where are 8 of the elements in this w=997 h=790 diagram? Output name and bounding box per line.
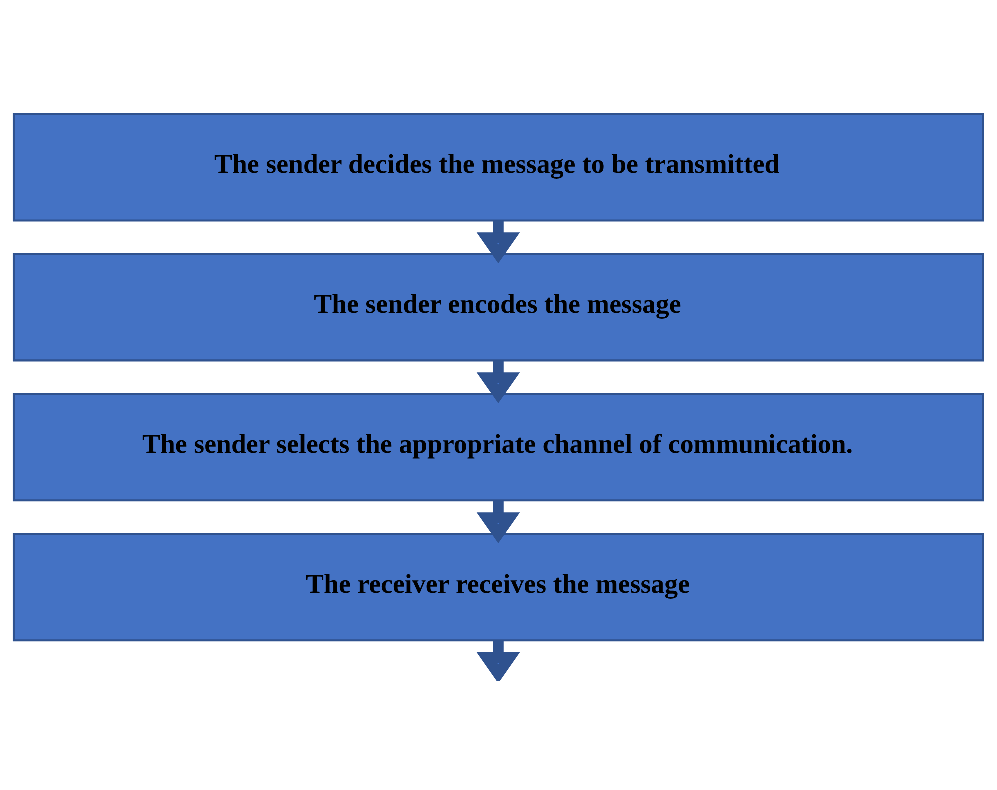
arrow (476, 640, 520, 681)
node-box: The sender selects the appropriate channel of communication. (12, 393, 984, 502)
arrow (476, 220, 520, 264)
arrow (476, 500, 520, 544)
node-box: The receiver receives the message (12, 533, 984, 642)
node-box: The sender decides the message to be transmitted (12, 113, 984, 222)
node-box: The sender encodes the message (12, 253, 984, 362)
arrow (476, 360, 520, 404)
